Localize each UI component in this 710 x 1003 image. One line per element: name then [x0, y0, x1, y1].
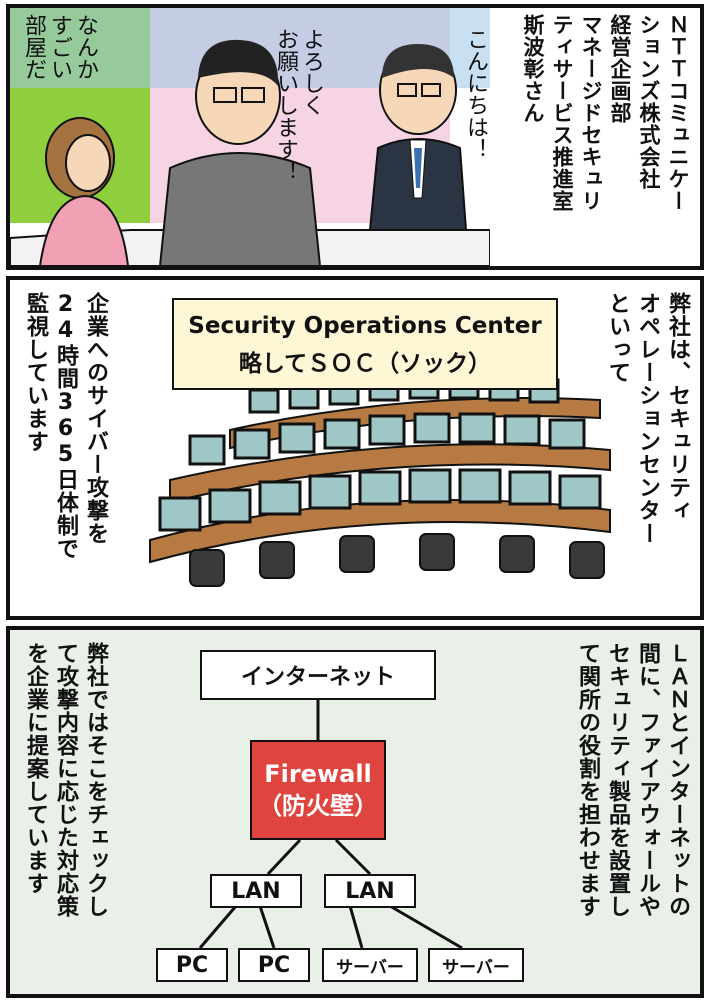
narration-left-line-1: 弊社ではそこをチェックし — [83, 642, 108, 918]
speech-middle-line-1: よろしく — [299, 28, 324, 116]
pc-node-2: PC — [238, 948, 310, 982]
narration-right-line-2: 間に、ファイアウォールや — [635, 642, 660, 918]
narration-line-5: ティサービス推進室 — [550, 14, 574, 212]
firewall-label: Firewall — [264, 760, 372, 788]
panel-3-narration-left: 弊社ではそこをチェックし て攻撃内容に応じた対応策 を企業に提案しています — [20, 642, 110, 918]
narration-left-line-3: を企業に提案しています — [23, 642, 48, 895]
panel-3-narration-right: ＬＡＮとインターネットの 間に、ファイアウォールや セキュリティ製品を設置し て… — [572, 642, 692, 918]
narration-left-line-1: 企業へのサイバー攻撃を — [83, 292, 108, 545]
panel-1: なんか すごい 部屋だ よろしく お願いします！ こんにちは！ ＮＴＴコミュニケ… — [6, 4, 704, 270]
internet-label: インターネット — [240, 665, 395, 690]
pc-node-1: PC — [156, 948, 228, 982]
soc-room-illustration — [149, 374, 611, 587]
narration-line-2: ションズ株式会社 — [637, 14, 661, 190]
caption-line-1: Security Operations Center — [188, 313, 542, 339]
server-1-label: サーバー — [336, 957, 404, 978]
panel-2-narration-left: 企業へのサイバー攻撃を 24時間365日体制で 監視しています — [20, 292, 110, 560]
narration-line-6: 斯波彰さん — [521, 14, 545, 124]
narration-area — [490, 8, 700, 266]
narration-right-line-4: て関所の役割を担わせます — [575, 642, 600, 918]
narration-line-3: 経営企画部 — [608, 14, 632, 124]
narration-right-line-3: セキュリティ製品を設置し — [605, 642, 630, 918]
lan-right-label: LAN — [345, 878, 395, 904]
speech-left: なんか すごい 部屋だ — [20, 14, 98, 80]
panel-1-narration: ＮＴＴコミュニケー ションズ株式会社 経営企画部 マネージドセキュリ ティサービ… — [518, 14, 692, 212]
speech-left-line-1: なんか — [73, 14, 98, 80]
narration-right-line-3: といって — [605, 292, 630, 384]
panel-2-narration-right: 弊社は、セキュリティ オペレーションセンター といって — [602, 292, 692, 545]
pc-1-label: PC — [175, 952, 209, 978]
speech-middle-line-2: お願いします！ — [273, 28, 298, 182]
narration-left-line-2: て攻撃内容に応じた対応策 — [53, 642, 78, 918]
narration-line-1: ＮＴＴコミュニケー — [666, 14, 690, 212]
narration-left-line-2: 24時間365日体制で — [53, 292, 78, 560]
panel-3: ＬＡＮとインターネットの 間に、ファイアウォールや セキュリティ製品を設置し て… — [6, 626, 704, 998]
lan-node-left: LAN — [210, 874, 302, 908]
pc-2-label: PC — [257, 952, 291, 978]
narration-right-line-2: オペレーションセンター — [635, 292, 660, 545]
server-2-label: サーバー — [442, 957, 510, 978]
speech-left-line-3: 部屋だ — [21, 14, 46, 80]
narration-line-4: マネージドセキュリ — [579, 14, 603, 212]
firewall-node: Firewall （防火壁） — [250, 740, 386, 840]
lan-left-label: LAN — [231, 878, 281, 904]
narration-right-line-1: ＬＡＮとインターネットの — [665, 642, 690, 918]
narration-left-line-3: 監視しています — [23, 292, 48, 453]
server-node-2: サーバー — [428, 948, 524, 982]
speech-left-line-2: すごい — [47, 14, 72, 80]
speech-right-line: こんにちは！ — [463, 28, 488, 160]
soc-caption: Security Operations Center 略してＳＯＣ（ソック） — [172, 298, 558, 390]
caption-line-2: 略してＳＯＣ（ソック） — [238, 351, 492, 377]
speech-middle: よろしく お願いします！ — [272, 28, 324, 182]
panel-2: Security Operations Center 略してＳＯＣ（ソック） 弊… — [6, 276, 704, 620]
internet-node: インターネット — [200, 650, 436, 700]
narration-right-line-1: 弊社は、セキュリティ — [665, 292, 690, 522]
server-node-1: サーバー — [322, 948, 418, 982]
panel-1-illustration — [10, 39, 491, 266]
network-connectors — [198, 700, 463, 950]
lan-node-right: LAN — [324, 874, 416, 908]
speech-right: こんにちは！ — [462, 28, 488, 160]
firewall-sublabel: （防火壁） — [258, 792, 378, 820]
